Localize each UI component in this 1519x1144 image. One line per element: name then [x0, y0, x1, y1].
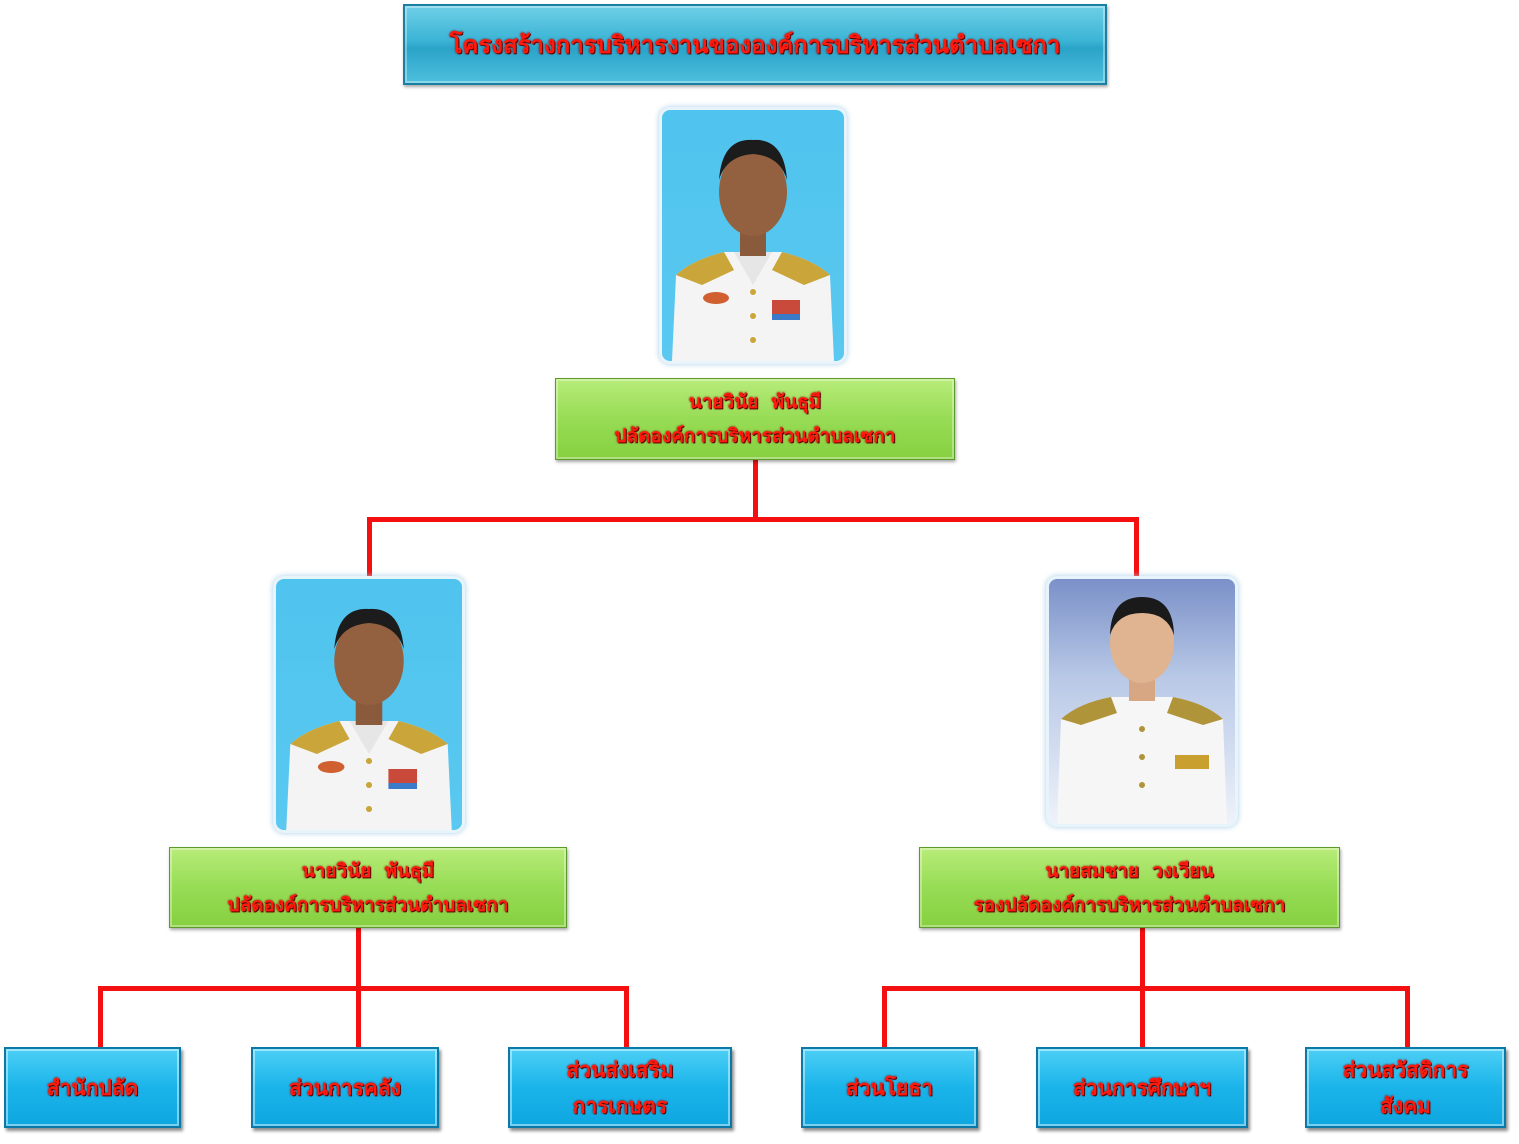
unit-label: สังคม	[1380, 1093, 1431, 1118]
unit-box-public-works: ส่วนโยธา	[801, 1047, 978, 1128]
connector-line	[882, 986, 887, 1048]
unit-box-social-welfare: ส่วนสวัสดิการ สังคม	[1305, 1047, 1506, 1128]
connector-line	[1134, 517, 1139, 579]
connector-line	[624, 986, 629, 1048]
unit-label: ส่วนการคลัง	[289, 1075, 401, 1100]
top-name-box: นายวินัย พันธุมี ปลัดองค์การบริหารส่วนตำ…	[555, 378, 955, 460]
connector-line	[1405, 986, 1410, 1048]
connector-line	[1140, 928, 1145, 989]
connector-line	[356, 928, 361, 989]
connector-line	[753, 460, 758, 520]
right-position: รองปลัดองค์การบริหารส่วนตำบลเซกา	[973, 893, 1286, 916]
connector-line	[356, 986, 361, 1048]
left-name-box: นายวินัย พันธุมี ปลัดองค์การบริหารส่วนตำ…	[169, 847, 567, 928]
chart-title-box: โครงสร้างการบริหารงานขององค์การบริหารส่ว…	[403, 4, 1107, 85]
unit-label: ส่วนโยธา	[845, 1075, 934, 1100]
portrait-photo-left	[276, 579, 462, 830]
unit-label: ส่วนส่งเสริม	[566, 1057, 674, 1082]
right-name: นายสมชาย วงเวียน	[1045, 859, 1214, 882]
person-portrait-icon	[1057, 597, 1227, 824]
connector-line	[367, 517, 372, 579]
unit-label: การเกษตร	[572, 1093, 668, 1118]
connector-line	[1140, 986, 1145, 1048]
unit-label: ส่วนสวัสดิการ	[1342, 1057, 1469, 1082]
portrait-photo-right	[1049, 579, 1235, 824]
portrait-photo-top	[662, 110, 844, 361]
unit-box-education: ส่วนการศึกษาฯ	[1036, 1047, 1248, 1128]
unit-label: สำนักปลัด	[46, 1075, 139, 1100]
unit-label: ส่วนการศึกษาฯ	[1072, 1075, 1212, 1100]
top-position: ปลัดองค์การบริหารส่วนตำบลเซกา	[614, 425, 896, 447]
unit-box-finance: ส่วนการคลัง	[251, 1047, 439, 1128]
top-name: นายวินัย พันธุมี	[688, 391, 822, 413]
person-portrait-icon	[286, 608, 452, 830]
left-name: นายวินัย พันธุมี	[301, 859, 435, 882]
chart-title: โครงสร้างการบริหารงานขององค์การบริหารส่ว…	[449, 31, 1061, 59]
right-name-box: นายสมชาย วงเวียน รองปลัดองค์การบริหารส่ว…	[919, 847, 1340, 928]
connector-line	[98, 986, 103, 1048]
connector-line	[367, 517, 1139, 522]
person-portrait-icon	[672, 139, 834, 361]
left-position: ปลัดองค์การบริหารส่วนตำบลเซกา	[227, 893, 509, 916]
connector-line	[98, 986, 629, 991]
unit-box-agriculture-promotion: ส่วนส่งเสริม การเกษตร	[508, 1047, 732, 1128]
connector-line	[882, 986, 1410, 991]
unit-box-office-of-the-permanent-secretary: สำนักปลัด	[4, 1047, 181, 1128]
